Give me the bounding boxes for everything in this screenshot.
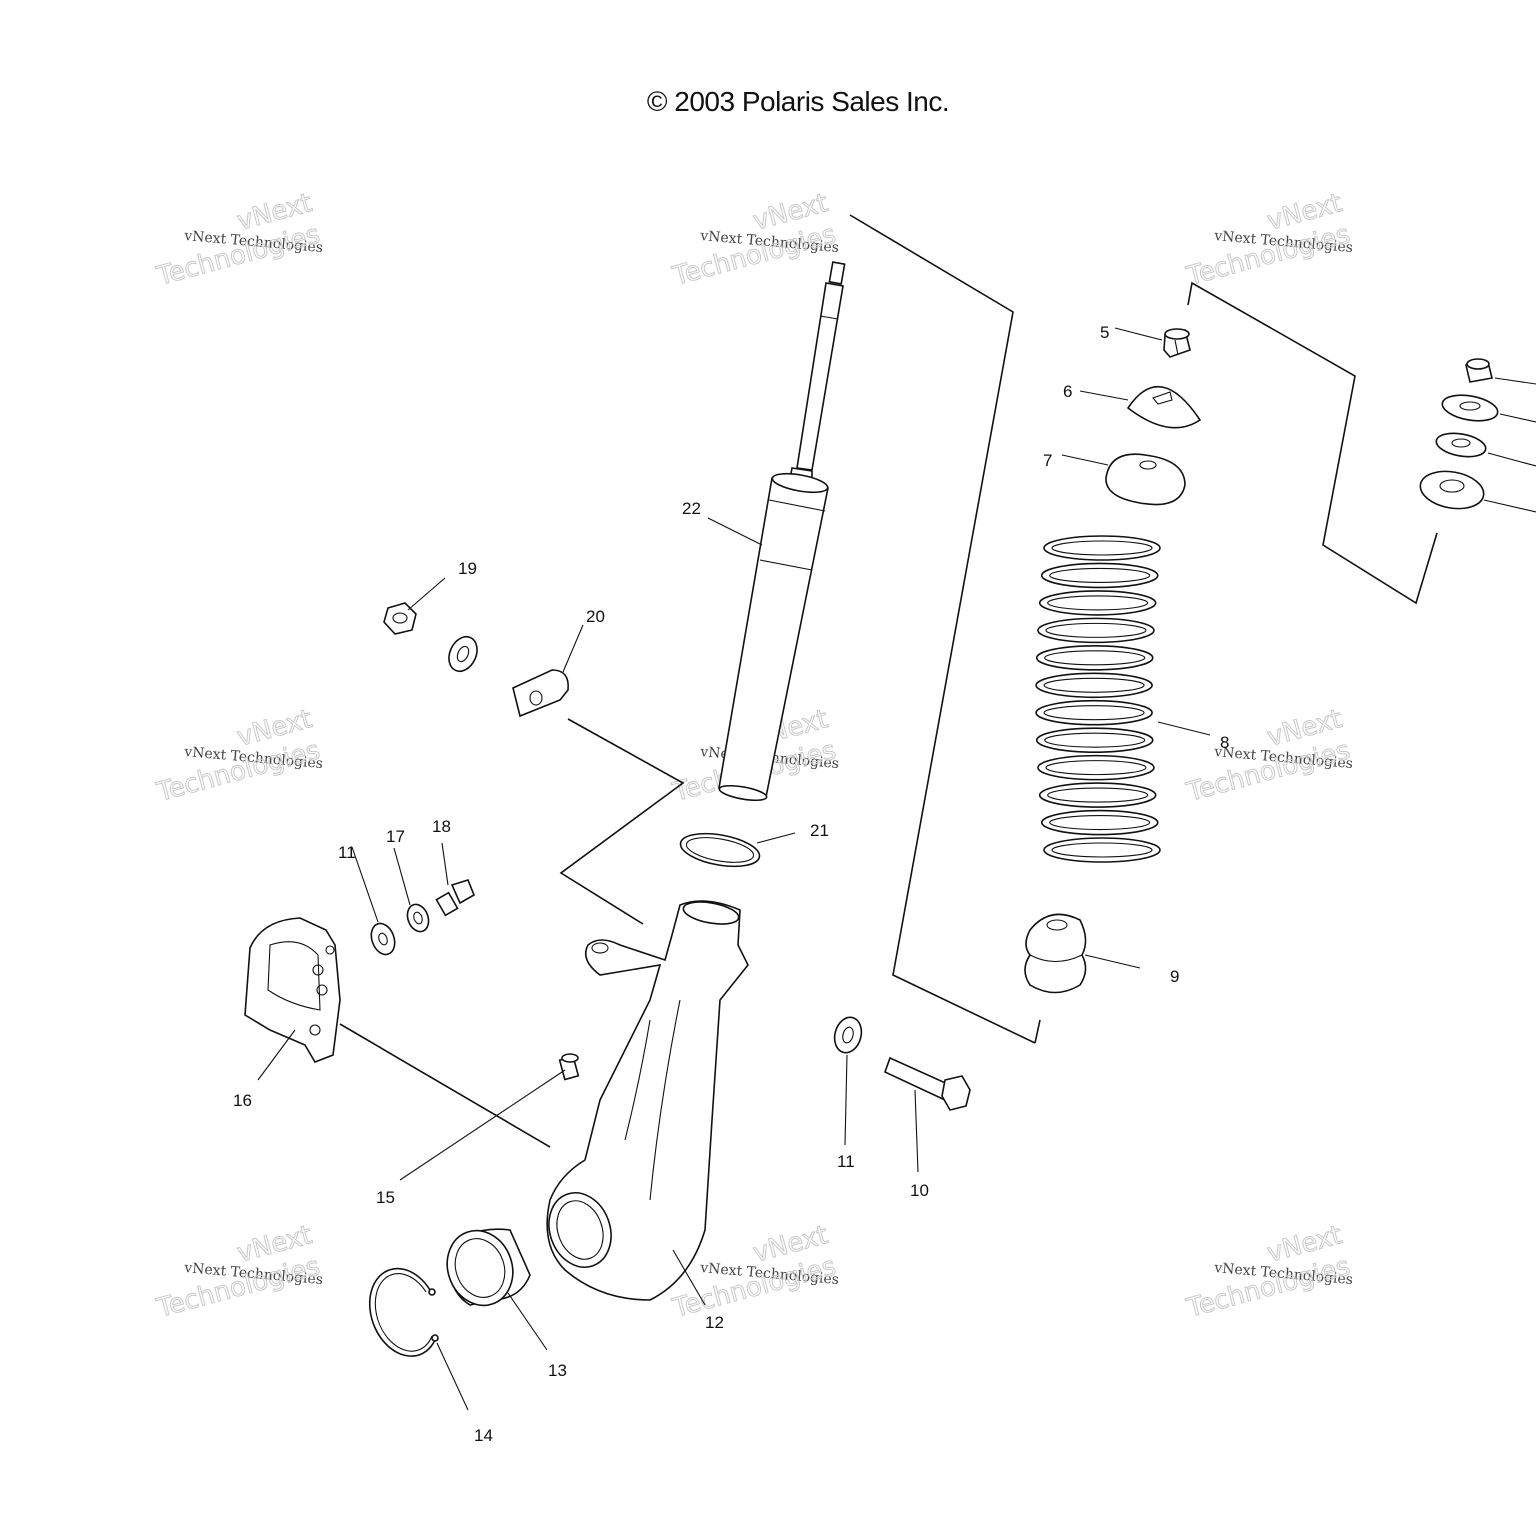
callout-12: 12 [705, 1313, 724, 1332]
callout-13: 13 [548, 1361, 567, 1380]
steering-knuckle [546, 900, 749, 1301]
callout-17: 17 [386, 827, 405, 846]
spring-coil [1035, 672, 1153, 699]
snap-ring [368, 1267, 439, 1357]
callout-16: 16 [233, 1091, 252, 1110]
callout-19: 19 [458, 559, 477, 578]
spring-coil-inner [1043, 705, 1145, 721]
watermark-line3: Technologies [153, 1252, 323, 1324]
leader-lines [257, 327, 1211, 1411]
spring-coil-inner [1051, 842, 1153, 858]
spring-coil-inner [1045, 760, 1147, 776]
top-nut [1163, 328, 1191, 358]
spring-coil [1035, 645, 1154, 671]
spring-coil [1043, 837, 1161, 863]
watermark-line3: Technologies [669, 220, 839, 292]
spring-coil [1037, 617, 1155, 644]
callout-22: 22 [682, 499, 701, 518]
o-ring [679, 832, 761, 868]
nut-19 [383, 602, 417, 635]
callout-15: 15 [376, 1188, 395, 1207]
callout-11-right: 11 [837, 1152, 855, 1171]
spring-coil-inner [1049, 567, 1151, 584]
watermark-line3: Technologies [1183, 1252, 1353, 1324]
spring-coil-inner [1051, 540, 1153, 556]
bracket-clip-knuckle [559, 718, 685, 925]
bump-stop [1024, 913, 1087, 994]
watermark: vNext vNext Technologies Technologies [1183, 704, 1354, 809]
spring-coil-inner [1045, 622, 1147, 638]
spring-coil [1043, 535, 1161, 561]
watermark: vNext vNext Technologies Technologies [153, 1220, 324, 1325]
spring-coil-inner [1044, 732, 1146, 748]
alt-top-hardware [1419, 358, 1536, 513]
copyright-text: © 2003 Polaris Sales Inc. [646, 86, 950, 117]
callout-6: 6 [1063, 382, 1072, 401]
brake-caliper [244, 917, 341, 1063]
callout-20: 20 [586, 607, 605, 626]
dome-washer [1126, 385, 1202, 429]
spring-coil [1040, 562, 1159, 589]
washer-11-left [370, 922, 396, 956]
watermark-line3: Technologies [1183, 736, 1353, 808]
brake-line-clip [512, 669, 569, 718]
callout-5: 5 [1100, 323, 1109, 342]
callout-labels: 5 6 7 8 9 10 11 11 12 13 14 15 16 17 18 … [233, 323, 1229, 1445]
spring-coil-inner [1047, 595, 1149, 611]
coil-spring [1035, 535, 1161, 863]
watermark-line3: Technologies [153, 220, 323, 292]
bracket-tick [1034, 1019, 1041, 1044]
spring-coil-inner [1044, 650, 1146, 666]
spring-coil [1035, 699, 1153, 726]
watermark: vNext vNext Technologies Technologies [1183, 188, 1354, 293]
callout-8: 8 [1220, 733, 1229, 752]
spring-coil [1040, 809, 1159, 836]
spring-coil-inner [1049, 814, 1151, 831]
washer-19 [448, 635, 478, 673]
assembly-lines [339, 214, 1438, 1148]
shock-absorber [718, 261, 846, 802]
callout-7: 7 [1043, 451, 1052, 470]
watermark: vNext vNext Technologies Technologies [153, 704, 324, 809]
callout-10: 10 [910, 1181, 929, 1200]
callout-9: 9 [1170, 967, 1179, 986]
watermark: vNext vNext Technologies Technologies [1183, 1220, 1354, 1325]
callout-11-left: 11 [338, 843, 356, 862]
washer-11-right [833, 1016, 863, 1054]
bolt-18 [435, 879, 476, 917]
watermark-line3: Technologies [153, 736, 323, 808]
watermark: vNext vNext Technologies Technologies [669, 188, 840, 293]
spring-coil [1037, 754, 1155, 781]
spring-coil-inner [1047, 787, 1149, 803]
wheel-bearing [446, 1228, 531, 1307]
bracket-caliper-knuckle [339, 1023, 551, 1148]
callout-21: 21 [810, 821, 829, 840]
lockwasher-17 [406, 903, 430, 933]
spring-seat [1105, 453, 1186, 506]
spring-coil [1038, 782, 1157, 808]
bracket-shock-spring [849, 214, 1036, 1044]
watermark: vNext vNext Technologies Technologies [153, 188, 324, 293]
grease-fitting [558, 1053, 580, 1081]
spring-coil [1038, 590, 1157, 616]
callout-18: 18 [432, 817, 451, 836]
spring-coil [1035, 727, 1154, 753]
bolt-10 [884, 1056, 971, 1111]
watermark-line3: Technologies [1183, 220, 1353, 292]
callout-14: 14 [474, 1426, 493, 1445]
bracket-top-hardware [1187, 281, 1438, 605]
spring-coil-inner [1043, 677, 1145, 693]
